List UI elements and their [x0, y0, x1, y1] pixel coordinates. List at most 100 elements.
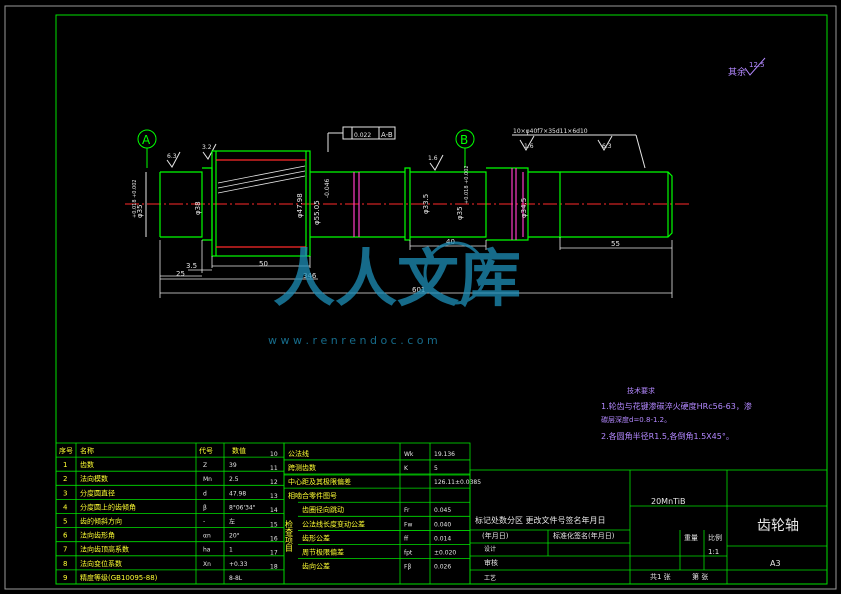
- roughness-other-label: 其余: [728, 66, 746, 78]
- surface-marks: 6.3 3.2 1.6 1.6 6.3: [166, 143, 612, 171]
- tol-row-value: 126.11±0.0385: [434, 479, 481, 486]
- tolerance-datum: A-B: [381, 131, 393, 139]
- svg-text:φ55.05: φ55.05: [313, 200, 321, 225]
- paper-format: A3: [770, 559, 781, 568]
- param-head-no: 序号: [59, 446, 73, 455]
- tol-row-no: 11: [270, 465, 278, 472]
- tol-row-no: 18: [270, 564, 278, 571]
- tol-row-value: 0.045: [434, 507, 451, 514]
- tol-row-name: 齿形公差: [302, 533, 330, 542]
- grooves: [353, 168, 524, 240]
- param-row-no: 4: [63, 503, 68, 511]
- tol-row-name: 齿圈径向跳动: [302, 505, 344, 514]
- svg-text:技术要求: 技术要求: [627, 386, 655, 395]
- param-row-name: 齿数: [80, 460, 94, 469]
- tol-row-name: 公法线: [288, 449, 309, 458]
- param-row-name: 法向齿形角: [80, 531, 115, 540]
- svg-text:6.3: 6.3: [167, 153, 177, 160]
- param-row-name: 法向变位系数: [80, 559, 122, 568]
- title-block: [469, 469, 828, 585]
- watermark-main: 人人文库: [273, 242, 521, 315]
- param-row-no: 8: [63, 560, 67, 568]
- tol-row-value: 0.026: [434, 564, 451, 571]
- svg-text:+0.018 +0.002: +0.018 +0.002: [464, 165, 470, 204]
- weight-label: 重量: [684, 534, 698, 542]
- param-row-no: 6: [63, 532, 68, 540]
- len-346: 346: [303, 272, 317, 280]
- scale-value: 1:1: [708, 548, 719, 556]
- tol-row-value: 0.040: [434, 521, 451, 528]
- param-row-value: 1: [229, 547, 233, 554]
- param-row-no: 7: [63, 546, 67, 554]
- param-row-value: 左: [229, 518, 235, 526]
- svg-text:φ38: φ38: [194, 201, 202, 215]
- spline-note: 10×φ40f7×35d11×6d10: [513, 128, 588, 135]
- tol-row-symbol: Fw: [404, 521, 412, 528]
- rev-line: 标记处数分区 更改文件号签名年月日: [475, 515, 606, 525]
- param-head-value: 数值: [232, 446, 246, 455]
- craft-label: 工艺: [484, 574, 496, 582]
- datum-a-label: A: [142, 133, 151, 147]
- tol-row-value: ±0.020: [434, 550, 456, 557]
- len-25: 25: [176, 270, 185, 278]
- tol-row-name: 齿向公差: [302, 562, 330, 571]
- svg-text:3.2: 3.2: [202, 144, 212, 151]
- param-row-value: 39: [229, 462, 237, 469]
- svg-text:1.6: 1.6: [524, 143, 534, 150]
- param-row-value: 8-8L: [229, 575, 243, 582]
- datum-b-label: B: [460, 133, 468, 147]
- param-row-code: β: [203, 504, 207, 511]
- tol-row-no: 17: [270, 550, 278, 557]
- tol-row-name: 相啮合零件图号: [288, 491, 337, 500]
- param-row-code: Mn: [203, 476, 212, 483]
- tol-row-value: 19.136: [434, 451, 455, 458]
- svg-text:碳层深度d=0.8-1.2。: 碳层深度d=0.8-1.2。: [601, 415, 671, 424]
- param-row-code: -: [203, 519, 205, 526]
- rev-line2: (年月日): [482, 531, 509, 540]
- svg-text:1.6: 1.6: [428, 155, 438, 162]
- param-head-name: 名称: [80, 446, 94, 455]
- svg-text:2.各圆角半径R1.5,各倒角1.5X45°。: 2.各圆角半径R1.5,各倒角1.5X45°。: [601, 431, 734, 441]
- param-row-name: 法向模数: [80, 474, 108, 483]
- param-row-name: 分度圆直径: [80, 488, 115, 497]
- tol-row-no: 14: [270, 507, 278, 514]
- svg-text:φ34.5: φ34.5: [520, 198, 528, 218]
- title-block-text: 20MnTiB 齿轮轴 标记处数分区 更改文件号签名年月日 (年月日) 标准化签…: [475, 497, 799, 582]
- roughness-other-value: 12.5: [749, 61, 765, 69]
- param-row-name: 法向齿顶高系数: [80, 545, 129, 554]
- tol-row-name: 跨测齿数: [288, 463, 316, 472]
- svg-text:φ35: φ35: [136, 204, 144, 218]
- tol-row-symbol: fpt: [404, 550, 413, 557]
- param-head-code: 代号: [199, 446, 213, 455]
- sheet-no: 第 张: [692, 572, 708, 581]
- tol-row-symbol: ff: [404, 535, 409, 542]
- svg-text:+0.018 +0.002: +0.018 +0.002: [132, 179, 138, 218]
- tol-row-symbol: K: [404, 465, 409, 472]
- svg-text:6.3: 6.3: [602, 143, 612, 150]
- design-label: 设计: [484, 545, 496, 553]
- diameter-dims: φ35 +0.018 +0.002 φ38 φ47.98 φ55.05 -0.0…: [132, 165, 528, 237]
- svg-text:φ33.5: φ33.5: [422, 194, 430, 214]
- std-line: 标准化签名(年月日): [553, 531, 615, 540]
- helix-lines: [217, 165, 306, 194]
- tol-row-value: 0.014: [434, 535, 451, 542]
- scale-label: 比例: [708, 533, 722, 542]
- tolerance-value: 0.022: [354, 132, 371, 139]
- inspect-label: 检查项目: [285, 519, 294, 553]
- param-row-code: ha: [203, 547, 211, 554]
- tolerance-frame: [342, 126, 396, 140]
- param-row-no: 2: [63, 475, 67, 483]
- len-55: 55: [611, 240, 620, 248]
- param-row-name: 齿的倾斜方向: [80, 517, 122, 526]
- param-row-code: αn: [203, 533, 211, 540]
- svg-text:-0.046: -0.046: [324, 178, 331, 198]
- tol-row-symbol: Fr: [404, 507, 410, 514]
- check-label: 审核: [484, 558, 498, 567]
- svg-text:φ47.98: φ47.98: [296, 193, 304, 218]
- param-row-no: 3: [63, 489, 67, 497]
- param-row-name: 精度等级(GB10095-88): [80, 573, 158, 582]
- tol-row-no: 13: [270, 493, 278, 500]
- param-row-no: 1: [63, 461, 67, 469]
